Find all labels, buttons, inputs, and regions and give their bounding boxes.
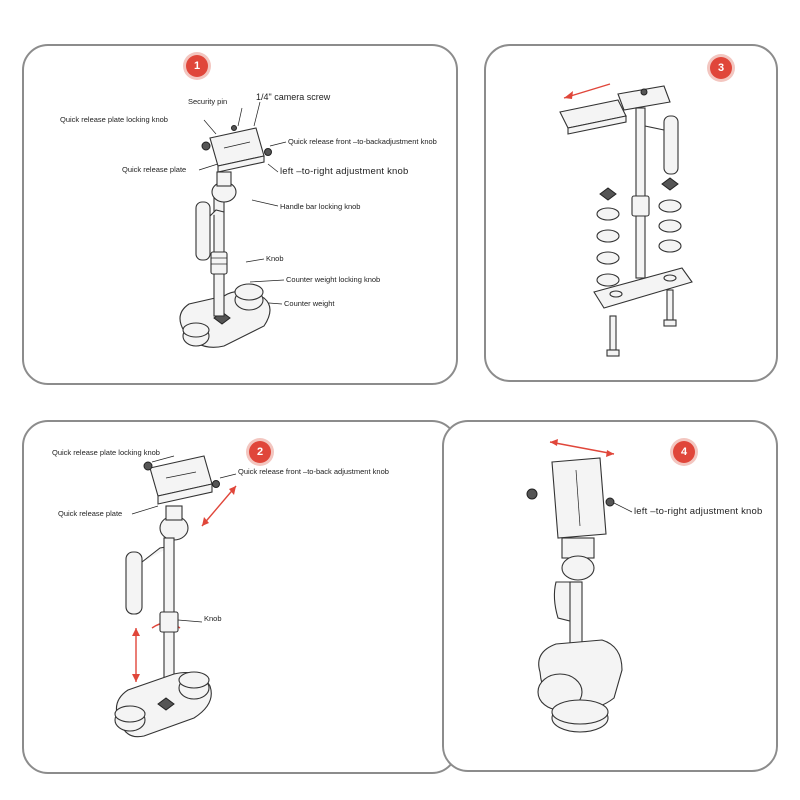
stabilizer-diagram-2 [114,455,237,738]
label-qr-front-back-2: Quick release front –to-back adjustment … [238,467,389,476]
weights-right [658,177,682,253]
label-qr-plate: Quick release plate [122,165,187,174]
step-badge-1: 1 [186,55,208,77]
label-left-right: left –to-right adjustment knob [280,166,409,177]
label-handle-lock: Handle bar locking knob [280,202,361,211]
step-badge-4: 4 [673,441,695,463]
label-cw-locking: Counter weight locking knob [286,275,381,284]
panel-3: 3 [484,44,778,382]
step-badge-3: 3 [710,57,732,79]
stabilizer-diagram-4 [526,439,633,733]
step-badge-2: 2 [249,441,271,463]
label-qr-locking-knob: Quick release plate locking knob [60,115,168,124]
weights-left [596,187,620,287]
label-knob-2: Knob [204,614,222,623]
stabilizer-diagram-3 [559,83,693,357]
panel-4: 4 left –to-right adjustment knob [442,420,778,772]
panel-1: 1 Security pin 1/4" camera screw Quick r… [22,44,458,385]
label-counter-weight: Counter weight [284,299,335,308]
stabilizer-diagram-1 [179,101,287,348]
label-qr-locking-knob-2: Quick release plate locking knob [52,448,160,457]
label-left-right-4: left –to-right adjustment knob [634,506,763,517]
label-qr-front-back: Quick release front –to-backadjustment k… [288,137,437,146]
panel-2: 2 Quick release plate locking knob Quick… [22,420,458,774]
label-qr-plate-2: Quick release plate [58,509,123,518]
label-camera-screw: 1/4" camera screw [256,92,331,102]
label-knob: Knob [266,254,284,263]
label-security-pin: Security pin [188,97,228,106]
